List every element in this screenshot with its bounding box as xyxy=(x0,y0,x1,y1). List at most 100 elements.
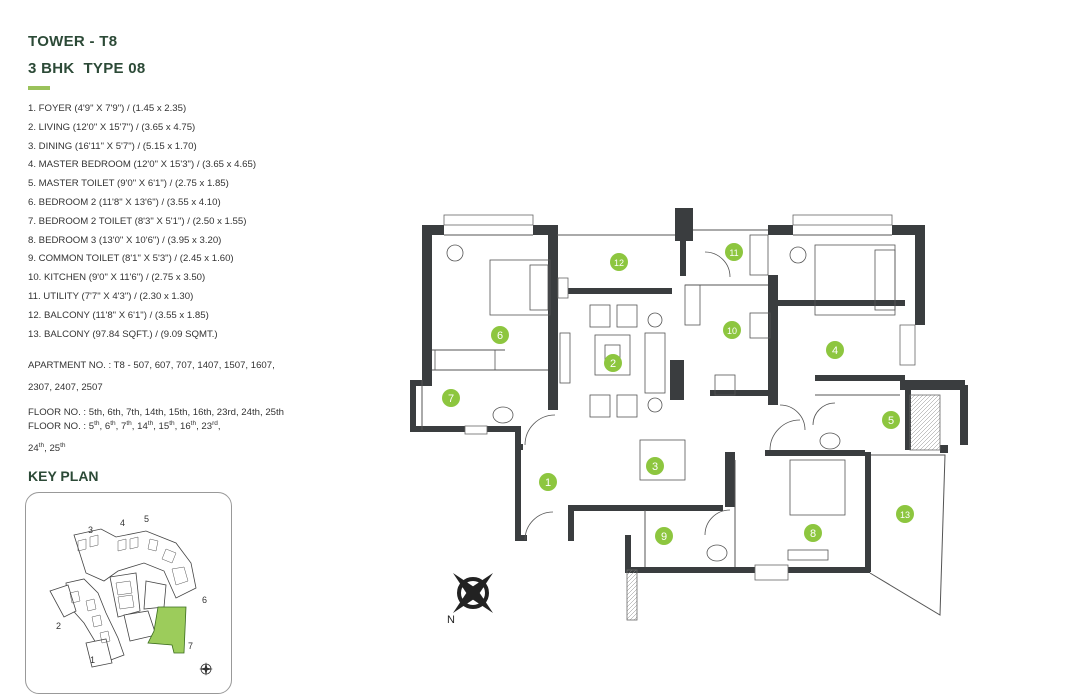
room-marker-label: 3 xyxy=(652,461,658,473)
page-title: TOWER - T8 xyxy=(28,33,118,50)
room-item: 12. BALCONY (11'8" X 6'1") / (3.55 x 1.8… xyxy=(28,309,209,321)
floor-number: 7 xyxy=(121,421,127,433)
room-marker-circle xyxy=(896,505,914,523)
key-plan-compass xyxy=(199,662,213,676)
room-marker-circle xyxy=(725,243,743,261)
room-item: 6. BEDROOM 2 (11'8" X 13'6") / (3.55 x 4… xyxy=(28,196,221,208)
floor-suffix: rd xyxy=(212,420,218,427)
accent-bar xyxy=(28,86,50,90)
floor-number: 15 xyxy=(158,421,170,433)
room-marker-circle xyxy=(646,457,664,475)
floor-numbers-sup-cont: 24th, 25th xyxy=(28,442,66,455)
unit-type: 3 BHK TYPE 08 xyxy=(28,60,146,77)
highlighted-tower xyxy=(147,606,187,654)
floor-prefix: FLOOR NO. : xyxy=(28,421,89,433)
room-marker-5: 5 xyxy=(882,411,900,429)
room-marker-9: 9 xyxy=(655,527,673,545)
room-item: 1. FOYER (4'9" X 7'9") / (1.45 x 2.35) xyxy=(28,103,187,114)
tower-label-1: 1 xyxy=(90,655,95,665)
floor-suffix: th xyxy=(126,420,132,427)
room-marker-circle xyxy=(655,527,673,545)
floor-number: 6 xyxy=(104,421,111,433)
room-item: 9. COMMON TOILET (8'1" X 5'3") / (2.45 x… xyxy=(28,253,234,265)
key-plan-box: 1 2 3 4 5 6 7 xyxy=(25,492,232,694)
room-marker-label: 6 xyxy=(497,330,503,342)
room-marker-label: 8 xyxy=(810,528,816,540)
floor-suffix: th xyxy=(190,420,197,427)
room-item: 8. BEDROOM 3 (13'0" X 10'6") / (3.95 x 3… xyxy=(28,234,222,246)
floor-suffix: th xyxy=(169,420,175,427)
room-item: 3. DINING (16'11" X 5'7") / (5.15 x 1.70… xyxy=(28,140,197,152)
room-marker-label: 1 xyxy=(545,477,551,489)
tower-label-7: 7 xyxy=(188,641,193,651)
room-marker-circle xyxy=(826,341,844,359)
tower-label-5: 5 xyxy=(144,514,149,524)
room-item: 7. BEDROOM 2 TOILET (8'3" X 5'1") / (2.5… xyxy=(28,215,247,227)
floor-suffix: th xyxy=(94,420,100,427)
key-plan-map: 1 2 3 4 5 6 7 xyxy=(49,514,213,676)
tower-label-6: 6 xyxy=(202,595,207,605)
floor-suffix: th xyxy=(110,420,116,427)
room-marker-label: 5 xyxy=(888,415,894,427)
floor-number: 25 xyxy=(49,443,61,455)
furniture xyxy=(434,234,896,562)
floor-suffix: th xyxy=(60,442,66,449)
room-item: 4. MASTER BEDROOM (12'0" X 15'3") / (3.6… xyxy=(28,159,257,171)
floor-sup-list: 5th, 6th, 7th, 14th, 15th, 16th, 23rd, xyxy=(88,420,221,433)
room-item: 5. MASTER TOILET (9'0" X 6'1") / (2.75 x… xyxy=(28,178,229,190)
floor-number: 14 xyxy=(137,421,148,433)
room-marker-circle xyxy=(491,326,509,344)
room-marker-3: 3 xyxy=(646,457,664,475)
key-plan-title: KEY PLAN xyxy=(28,468,99,484)
door-swings xyxy=(524,251,836,541)
room-marker-circle xyxy=(723,321,741,339)
room-list: 1. FOYER (4'9" X 7'9") / (1.45 x 2.35) 2… xyxy=(28,100,256,344)
room-marker-label: 11 xyxy=(729,248,738,258)
room-marker-label: 13 xyxy=(900,510,910,520)
floor-numbers: FLOOR NO. : 5th, 6th, 7th, 14th, 15th, 1… xyxy=(28,407,284,418)
room-marker-4: 4 xyxy=(826,341,844,359)
room-marker-circle xyxy=(610,253,628,271)
compass-north-label: N xyxy=(447,614,455,625)
floor-number: 16 xyxy=(179,421,191,433)
room-marker-circle xyxy=(442,389,460,407)
room-marker-12: 12 xyxy=(610,253,628,271)
floor-suffix: th xyxy=(38,442,45,449)
room-marker-label: 4 xyxy=(832,345,838,357)
room-marker-label: 7 xyxy=(448,393,454,405)
room-marker-circle xyxy=(539,473,557,491)
room-item: 10. KITCHEN (9'0" X 11'6") / (2.75 x 3.5… xyxy=(28,272,206,284)
room-marker-10: 10 xyxy=(723,321,741,339)
room-marker-11: 11 xyxy=(725,243,743,261)
apartment-numbers-cont: 2307, 2407, 2507 xyxy=(28,382,103,393)
room-marker-6: 6 xyxy=(491,326,509,344)
tower-label-2: 2 xyxy=(56,621,61,631)
floor-number: 23 xyxy=(201,421,213,433)
tower-label-3: 3 xyxy=(88,525,93,535)
room-marker-1: 1 xyxy=(539,473,557,491)
floor-suffix: th xyxy=(147,420,154,427)
floor-numbers-sup: FLOOR NO. : 5th, 6th, 7th, 14th, 15th, 1… xyxy=(28,420,221,432)
apartment-numbers: APARTMENT NO. : T8 - 507, 607, 707, 1407… xyxy=(28,360,275,371)
room-marker-label: 9 xyxy=(661,531,667,543)
room-marker-circle xyxy=(804,524,822,542)
room-item: 13. BALCONY (97.84 SQFT.) / (9.09 SQMT.) xyxy=(28,328,218,340)
floor-number: 24 xyxy=(28,443,39,455)
room-marker-label: 12 xyxy=(614,258,624,268)
tower-label-4: 4 xyxy=(120,518,125,528)
room-marker-circle xyxy=(604,354,622,372)
room-marker-7: 7 xyxy=(442,389,460,407)
compass: N xyxy=(447,573,493,625)
room-marker-13: 13 xyxy=(896,505,914,523)
room-marker-label: 10 xyxy=(727,326,737,336)
room-marker-circle xyxy=(882,411,900,429)
walls xyxy=(410,208,968,573)
room-marker-2: 2 xyxy=(604,354,622,372)
room-item: 11. UTILITY (7'7" X 4'3") / (2.30 x 1.30… xyxy=(28,290,194,302)
windows xyxy=(443,214,941,621)
room-marker-8: 8 xyxy=(804,524,822,542)
room-item: 2. LIVING (12'0" X 15'7") / (3.65 x 4.75… xyxy=(28,121,196,133)
floor-number: 5 xyxy=(88,421,95,433)
